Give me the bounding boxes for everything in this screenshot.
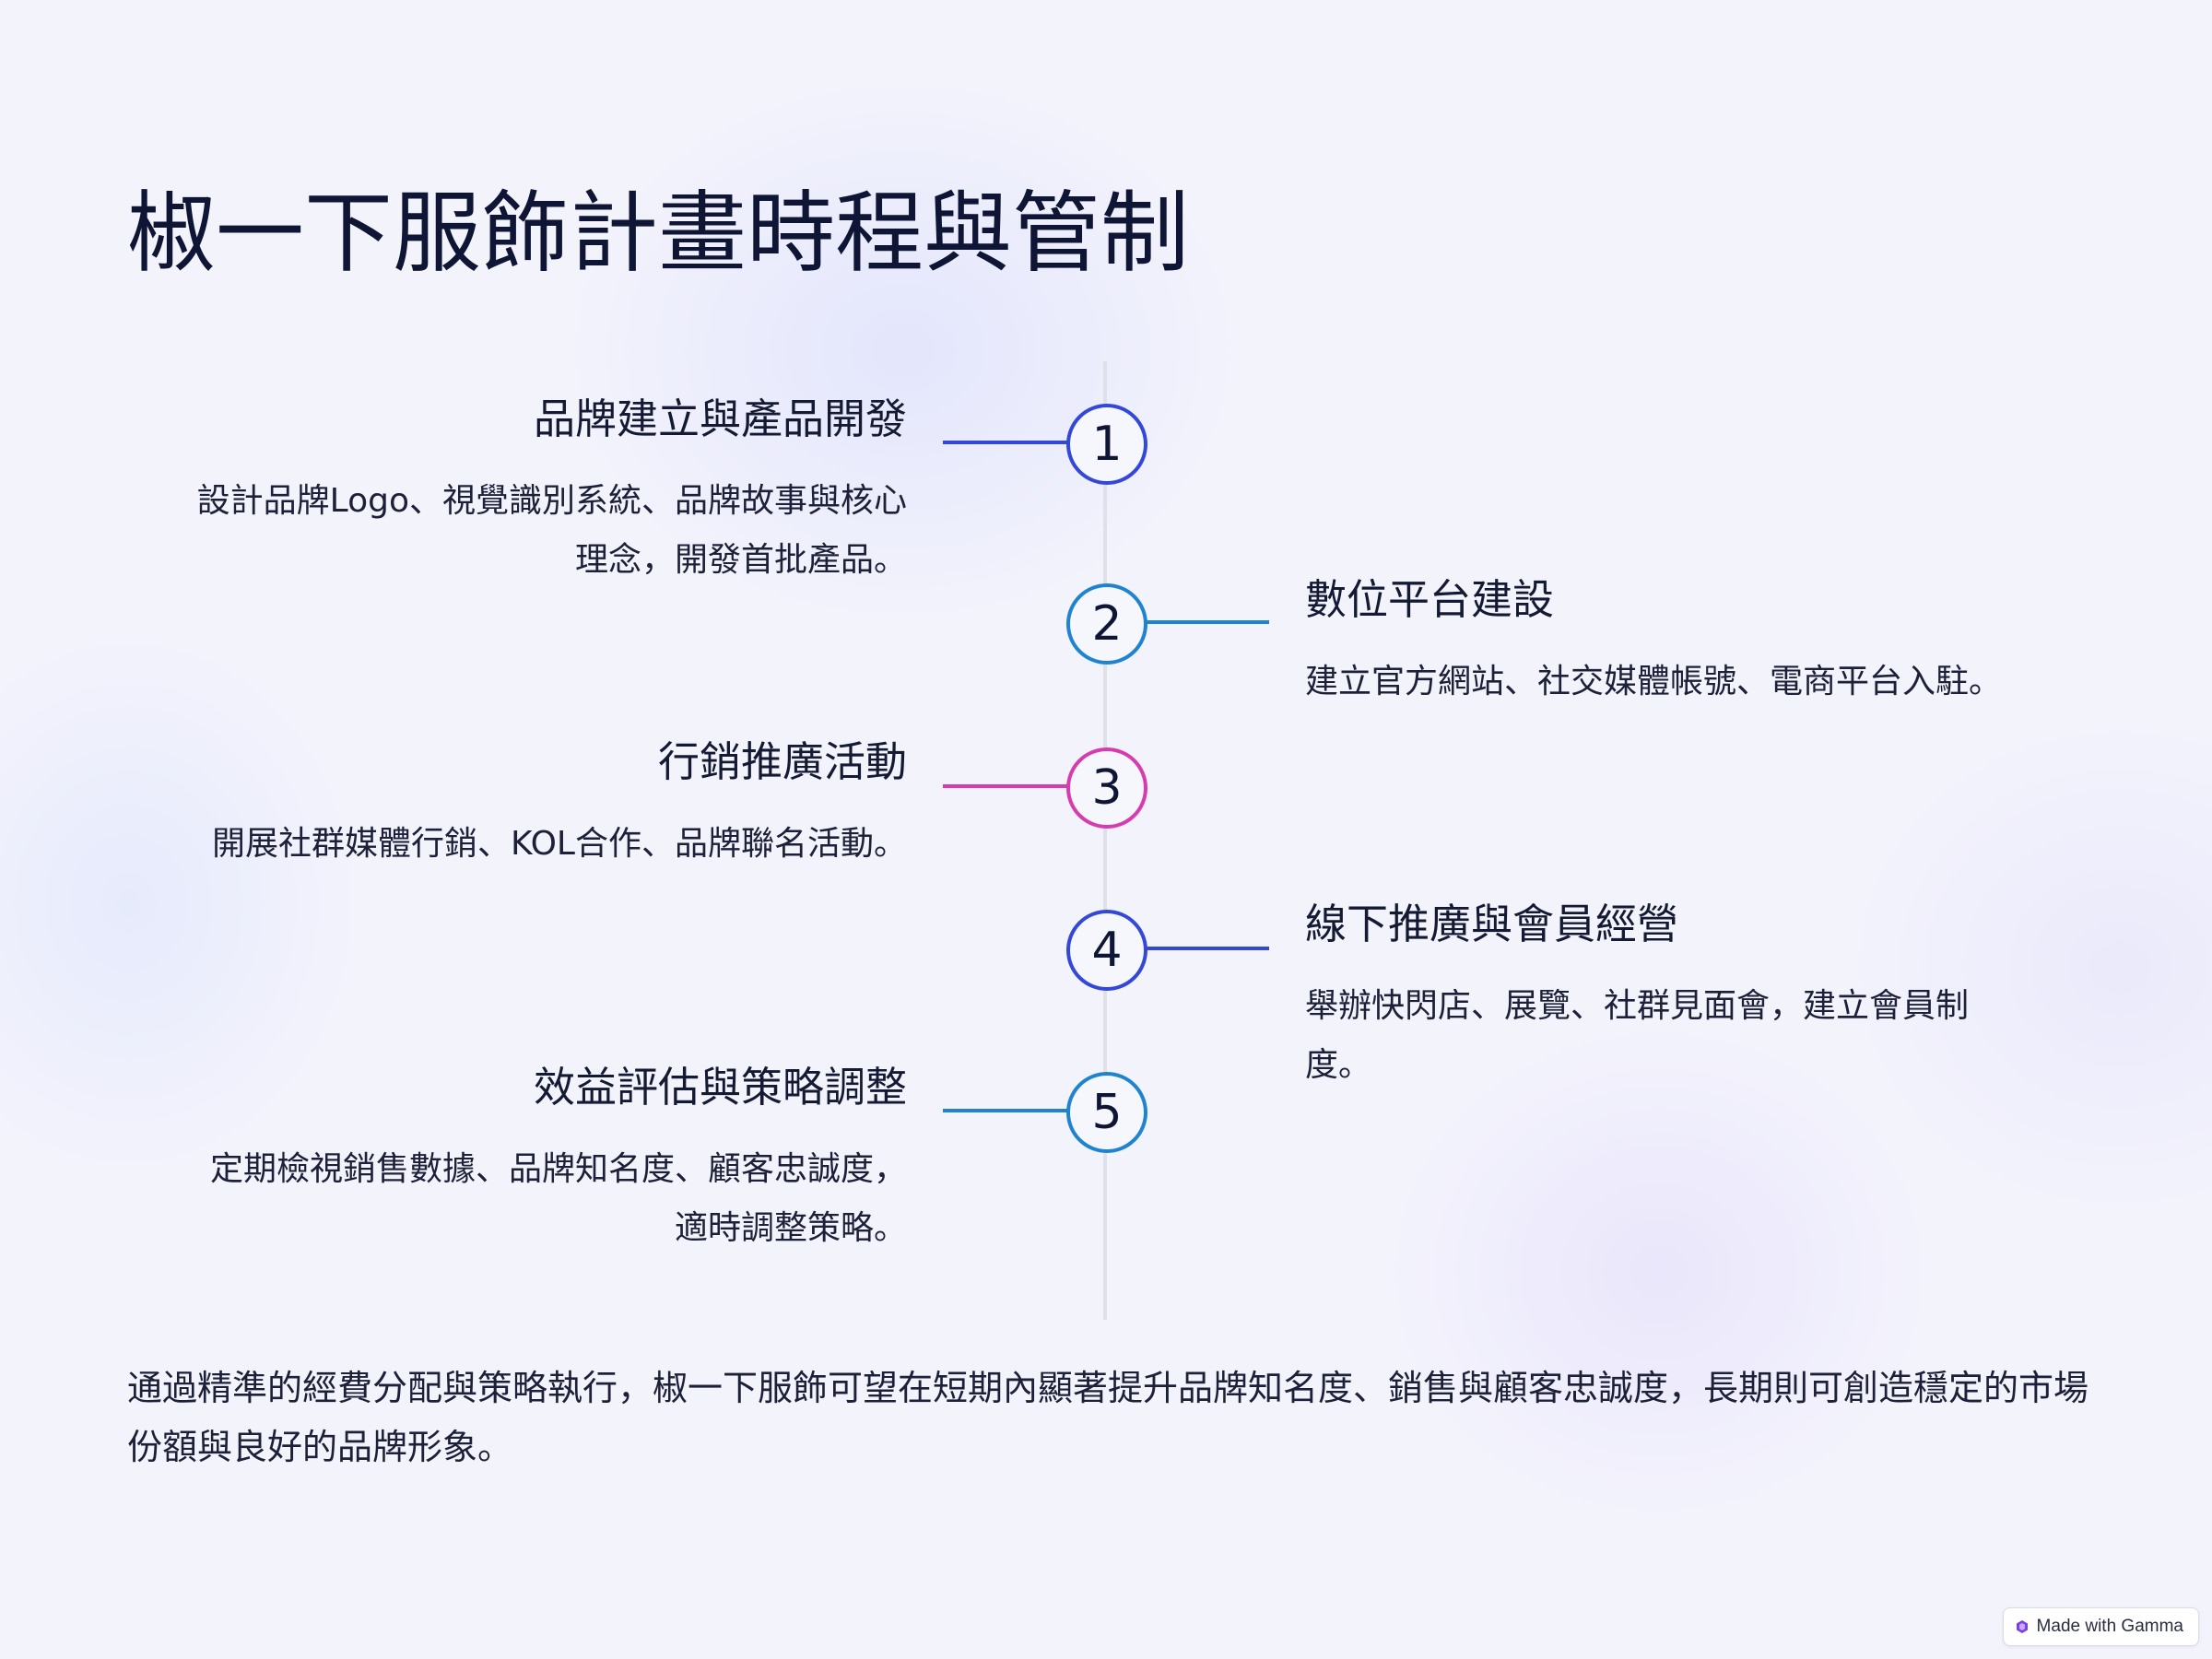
step-connector [1142,620,1269,624]
step-description: 定期檢視銷售數據、品牌知名度、顧客忠誠度， 適時調整策略。 [77,1140,907,1258]
step-description: 舉辦快閃店、展覽、社群見面會，建立會員制 度。 [1305,977,2135,1095]
step-heading: 數位平台建設 [1305,575,1555,624]
step-description: 建立官方網站、社交媒體帳號、電商平台入駐。 [1305,653,2135,712]
step-description-line: 理念，開發首批產品。 [574,541,907,579]
step-heading: 效益評估與策略調整 [533,1063,907,1112]
summary-paragraph: 通過精準的經費分配與策略執行，椒一下服飾可望在短期內顯著提升品牌知名度、銷售與顧… [127,1368,2089,1467]
gamma-logo-icon [2016,1620,2028,1633]
step-connector [943,784,1070,788]
step-description-line: 定期檢視銷售數據、品牌知名度、顧客忠誠度， [209,1150,907,1188]
step-number-badge: 2 [1066,583,1147,665]
step-description-line: 度。 [1305,1046,1372,1084]
step-description: 設計品牌Logo、視覺識別系統、品牌故事與核心 理念，開發首批產品。 [77,472,907,590]
step-description-line: 舉辦快閃店、展覽、社群見面會，建立會員制 [1305,987,1970,1025]
step-number-badge: 4 [1066,910,1147,991]
step-description-line: 開展社群媒體行銷、KOL合作、品牌聯名活動。 [211,825,907,863]
made-with-gamma-badge[interactable]: Made with Gamma [2002,1607,2199,1646]
step-description: 開展社群媒體行銷、KOL合作、品牌聯名活動。 [77,815,907,874]
step-description-line: 設計品牌Logo、視覺識別系統、品牌故事與核心 [196,482,907,520]
timeline-axis [1103,361,1107,1320]
step-description-line: 適時調整策略。 [674,1209,907,1247]
step-heading: 行銷推廣活動 [657,737,907,786]
step-connector [1142,947,1269,950]
step-heading: 品牌建立與產品開發 [533,394,907,443]
step-number-badge: 1 [1066,404,1147,485]
step-heading: 線下推廣與會員經營 [1305,900,1679,948]
step-connector [943,441,1070,444]
step-description-line: 建立官方網站、社交媒體帳號、電商平台入駐。 [1305,663,2003,700]
step-number-badge: 3 [1066,747,1147,829]
badge-label: Made with Gamma [2036,1617,2183,1636]
step-number-badge: 5 [1066,1072,1147,1153]
page-title: 椒一下服飾計畫時程與管制 [127,182,1189,285]
step-connector [943,1109,1070,1112]
